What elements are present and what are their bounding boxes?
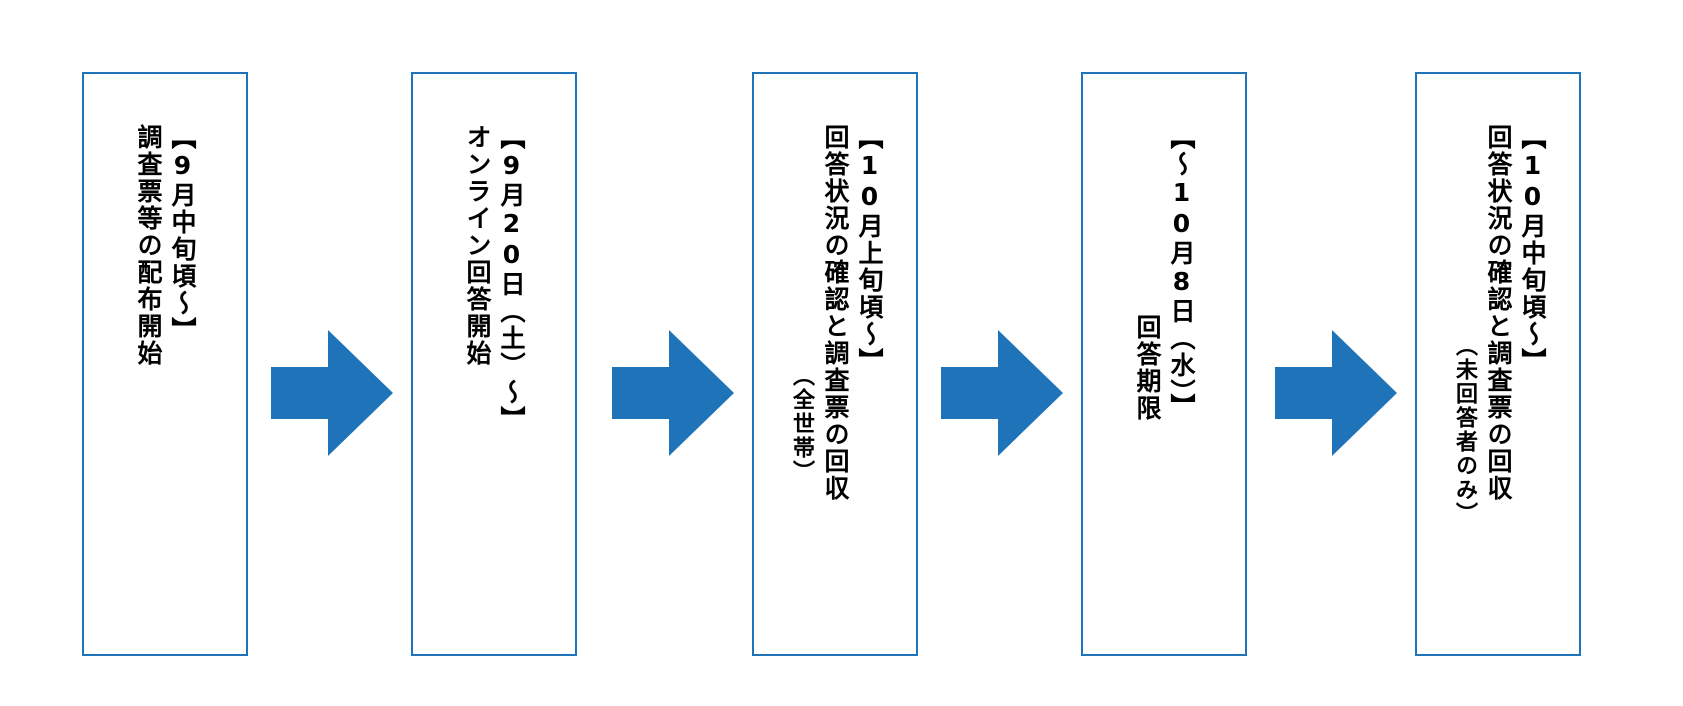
step-5-date: 【10月中旬頃～】 bbox=[1518, 124, 1547, 375]
step-4-description: 回答期限 bbox=[1133, 314, 1162, 422]
step-3-note: （全世帯） bbox=[789, 364, 814, 484]
step-5-note: （未回答者のみ） bbox=[1452, 334, 1477, 526]
step-4-date: 【～10月8日（水）】 bbox=[1167, 124, 1196, 421]
arrow-icon-3 bbox=[941, 330, 1063, 456]
step-2-text: 【9月20日（土）～】 オンライン回答開始 bbox=[463, 124, 526, 433]
step-box-3: 【10月上旬頃～】 回答状況の確認と調査票の回収 （全世帯） bbox=[752, 72, 918, 656]
arrow-icon-4 bbox=[1275, 330, 1397, 456]
step-4-text: 【～10月8日（水）】 回答期限 bbox=[1133, 124, 1196, 422]
step-1-date: 【9月中旬頃～】 bbox=[168, 124, 197, 344]
step-1-description: 調査票等の配布開始 bbox=[134, 124, 163, 367]
step-box-4: 【～10月8日（水）】 回答期限 bbox=[1081, 72, 1247, 656]
step-5-description: 回答状況の確認と調査票の回収 bbox=[1484, 124, 1513, 502]
step-2-description: オンライン回答開始 bbox=[463, 124, 492, 367]
step-3-date: 【10月上旬頃～】 bbox=[855, 124, 884, 375]
arrow-icon-1 bbox=[271, 330, 393, 456]
step-5-text: 【10月中旬頃～】 回答状況の確認と調査票の回収 （未回答者のみ） bbox=[1451, 124, 1547, 526]
step-2-date: 【9月20日（土）～】 bbox=[497, 124, 526, 433]
step-1-text: 【9月中旬頃～】 調査票等の配布開始 bbox=[134, 124, 197, 367]
step-3-description: 回答状況の確認と調査票の回収 bbox=[821, 124, 850, 502]
step-box-5: 【10月中旬頃～】 回答状況の確認と調査票の回収 （未回答者のみ） bbox=[1415, 72, 1581, 656]
step-box-1: 【9月中旬頃～】 調査票等の配布開始 bbox=[82, 72, 248, 656]
step-box-2: 【9月20日（土）～】 オンライン回答開始 bbox=[411, 72, 577, 656]
arrow-icon-2 bbox=[612, 330, 734, 456]
step-3-text: 【10月上旬頃～】 回答状況の確認と調査票の回収 （全世帯） bbox=[788, 124, 884, 502]
